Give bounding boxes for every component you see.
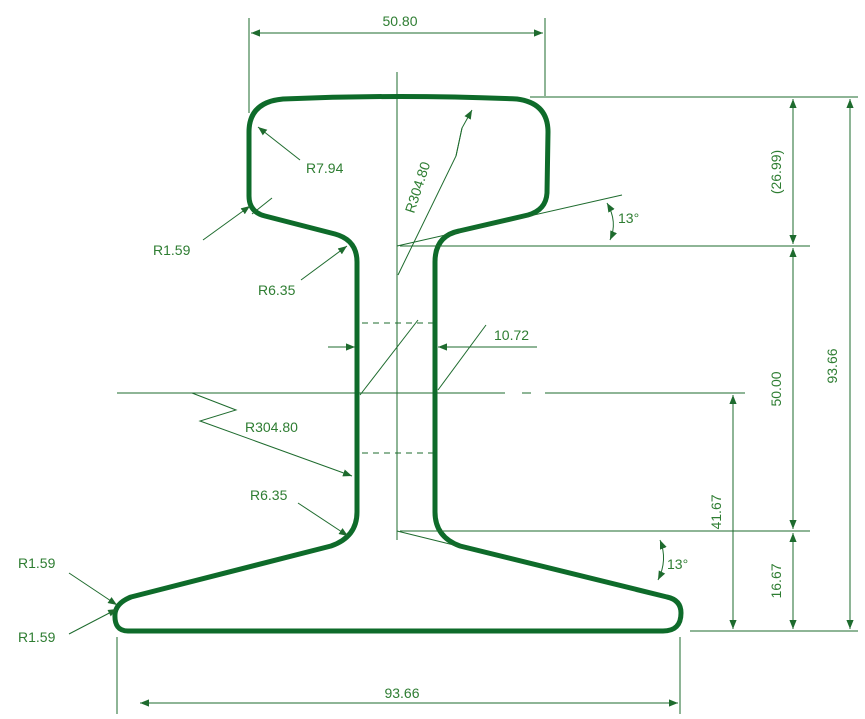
head-underside-leader bbox=[202, 205, 251, 241]
head-underside-label: R1.59 bbox=[153, 242, 191, 258]
web-arc-lower-label: R304.80 bbox=[245, 419, 298, 435]
web-thickness-diagonal-right bbox=[437, 324, 487, 391]
base-height-label: 16.67 bbox=[768, 563, 784, 598]
web-height-label: 50.00 bbox=[768, 371, 784, 406]
base-top-corner-label: R1.59 bbox=[18, 555, 56, 571]
base-bottom-corner-label: R1.59 bbox=[18, 629, 56, 645]
head-angle-label: 13° bbox=[618, 210, 639, 226]
head-slope-ref-line bbox=[396, 194, 623, 247]
total-height-label: 93.66 bbox=[824, 348, 840, 383]
neutral-axis-height-label: 41.67 bbox=[708, 494, 724, 529]
head-depth-label: (26.99) bbox=[768, 150, 784, 194]
web-thickness-label: 10.72 bbox=[494, 327, 529, 343]
web-thickness-diagonal-left bbox=[359, 319, 419, 396]
base-top-corner-leader bbox=[68, 572, 118, 606]
base-width-label: 93.66 bbox=[384, 685, 419, 701]
head-fillet-leader bbox=[300, 245, 348, 281]
head-angle-arc bbox=[606, 202, 617, 241]
head-underside-tick bbox=[251, 197, 273, 215]
web-arc-lower-zigzag bbox=[191, 392, 353, 477]
head-corner-leader bbox=[257, 126, 301, 161]
base-bottom-corner-leader bbox=[68, 608, 118, 635]
base-angle-label: 13° bbox=[667, 556, 688, 572]
base-fillet-label: R6.35 bbox=[250, 487, 288, 503]
rail-profile-outline bbox=[112, 94, 684, 634]
web-arc-upper-zig bbox=[455, 127, 463, 157]
head-corner-label: R7.94 bbox=[306, 160, 344, 176]
base-fillet-leader bbox=[297, 502, 349, 537]
head-fillet-label: R6.35 bbox=[258, 282, 296, 298]
web-arc-upper-label: R304.80 bbox=[402, 159, 434, 214]
base-slope-ref-line bbox=[396, 530, 471, 550]
head-width-label: 50.80 bbox=[382, 13, 417, 29]
base-angle-arc bbox=[657, 539, 667, 581]
